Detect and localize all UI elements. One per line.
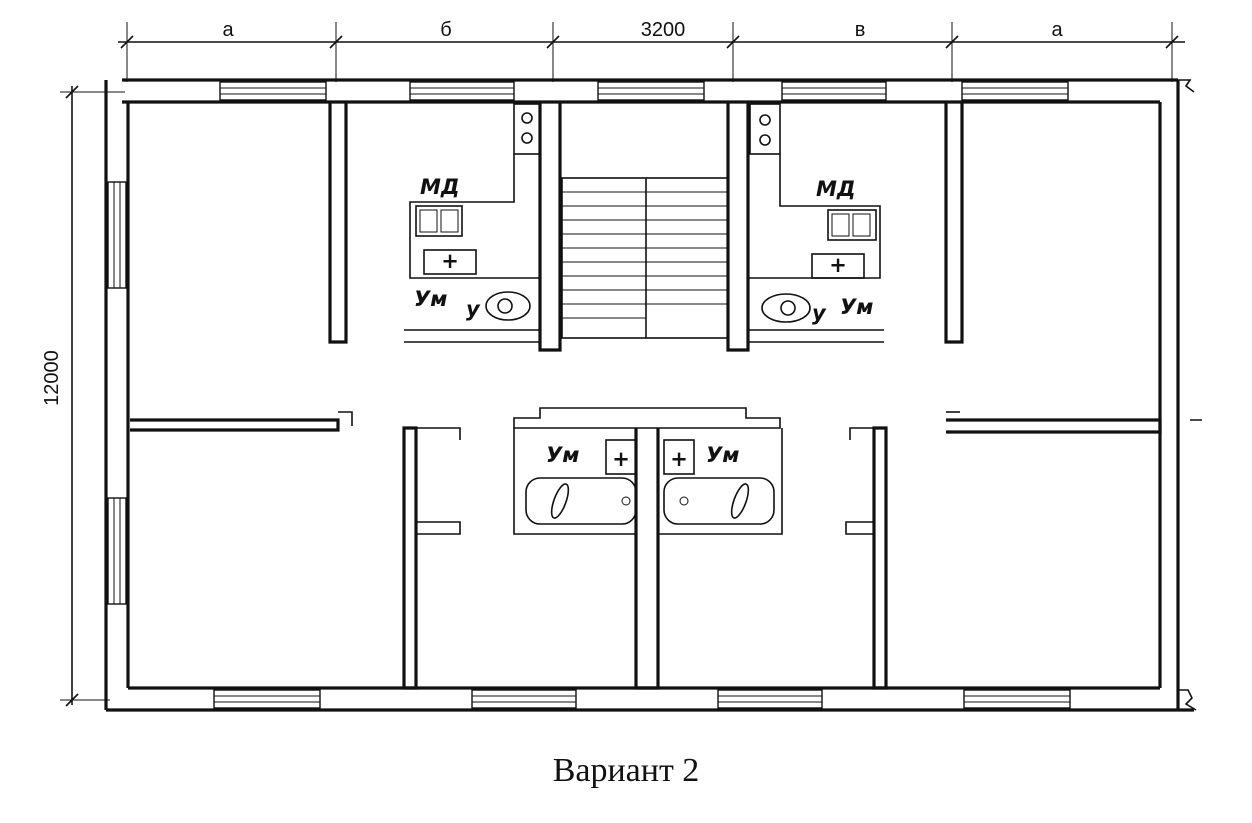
interior-walls-lower <box>130 407 1162 690</box>
dim-label-a-left: а <box>222 19 234 41</box>
window-top-4 <box>781 81 887 101</box>
kitchen-left: + МД Ум у <box>409 103 541 321</box>
window-bottom-2 <box>471 689 577 709</box>
label-md-right: МД <box>816 177 856 201</box>
kitchen-right: + МД у Ум <box>748 103 881 325</box>
window-top-2 <box>409 81 515 101</box>
label-u-right: у <box>812 301 827 325</box>
windows <box>107 81 1071 709</box>
window-bottom-1 <box>213 689 321 709</box>
bathroom-left: + Ум <box>525 439 637 525</box>
left-dimension-line: 12000 <box>41 85 125 707</box>
label-u-left: у <box>466 297 481 321</box>
dim-label-b: б <box>440 19 451 41</box>
staircase <box>561 177 729 339</box>
figure-caption: Вариант 2 <box>552 752 700 789</box>
window-top-3 <box>597 81 705 101</box>
window-left-2 <box>107 497 127 605</box>
dim-label-a-right: а <box>1051 19 1063 41</box>
label-um-bath-right: Ум <box>706 443 739 467</box>
floor-plan: а б 3200 в а 12000 <box>41 19 1202 712</box>
window-bottom-3 <box>717 689 823 709</box>
svg-text:+: + <box>441 249 459 273</box>
label-md-left: МД <box>420 175 460 199</box>
dim-label-stair-width: 3200 <box>641 19 686 41</box>
window-top-5 <box>961 81 1069 101</box>
dim-label-v: в <box>855 19 866 41</box>
label-um-kitchen-left: Ум <box>414 287 447 311</box>
window-bottom-4 <box>963 689 1071 709</box>
bathroom-right: + Ум <box>663 439 775 525</box>
interior-walls-upper <box>328 102 964 352</box>
label-um-bath-left: Ум <box>546 443 579 467</box>
svg-text:+: + <box>829 253 847 277</box>
label-um-kitchen-right: Ум <box>840 295 873 319</box>
window-left-1 <box>107 181 127 289</box>
exterior-walls <box>104 78 1202 712</box>
window-top-1 <box>219 81 327 101</box>
svg-text:+: + <box>670 447 688 471</box>
svg-text:+: + <box>612 447 630 471</box>
top-dimension-line: а б 3200 в а <box>118 19 1185 82</box>
dim-label-depth: 12000 <box>41 350 63 406</box>
